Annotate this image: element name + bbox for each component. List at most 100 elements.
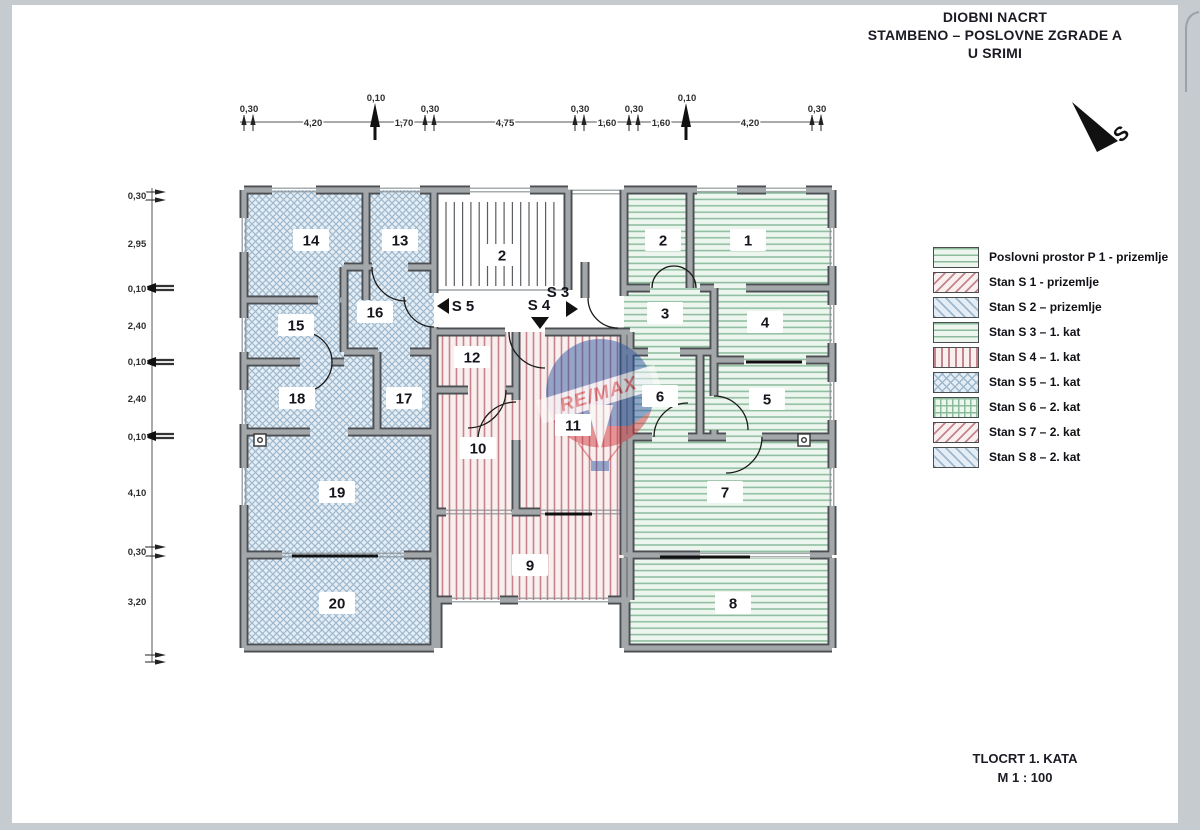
dim-label: 0,30 <box>571 104 590 115</box>
page-corner-curl <box>1185 11 1200 92</box>
dim-label: 2,95 <box>128 239 147 250</box>
legend-label: Poslovni prostor P 1 - prizemlje <box>989 250 1169 264</box>
legend-item: Stan S 3 – 1. kat <box>933 321 1168 343</box>
utility-symbols <box>253 433 811 447</box>
arrow-left-icon <box>437 298 449 314</box>
room-number: 2 <box>659 233 667 250</box>
room-label-r19: 19 <box>319 481 355 503</box>
dim-label: 0,30 <box>128 191 147 202</box>
room-label-r18: 18 <box>279 387 315 409</box>
dim-label: 0,10 <box>128 284 147 295</box>
legend-swatch-green-h <box>933 246 979 268</box>
room-label-r14: 14 <box>293 229 329 251</box>
room-label-r9: 9 <box>512 554 548 576</box>
room-number: 17 <box>396 391 413 408</box>
dim-label: 0,30 <box>808 104 827 115</box>
dim-label: 0,10 <box>128 357 147 368</box>
dim-label: 0,30 <box>240 104 259 115</box>
dim-label: 2,40 <box>128 394 147 405</box>
title-line-1: DIOBNI NACRT <box>942 9 1048 25</box>
room-number: 12 <box>464 350 481 367</box>
room-number: 18 <box>289 391 306 408</box>
dimension-lines: 0,30 4,20 0,10 1,70 0,30 4,75 0,30 1,60 0,30 1,60… <box>126 92 828 665</box>
legend-item: Poslovni prostor P 1 - prizemlje <box>933 246 1168 268</box>
dim-label: 4,75 <box>496 118 515 129</box>
apartment-fills <box>244 190 832 652</box>
dim-label: 0,10 <box>128 432 147 443</box>
entry-label-s3: S 3 <box>547 284 570 301</box>
room-number: 2 <box>498 248 506 265</box>
dim-label: 0,30 <box>128 547 147 558</box>
legend-label: Stan S 3 – 1. kat <box>989 325 1081 339</box>
room-number: 20 <box>329 596 346 613</box>
legend-swatch-red-d <box>933 271 979 293</box>
room-label-r16: 16 <box>357 301 393 323</box>
legend-label: Stan S 4 – 1. kat <box>989 350 1081 364</box>
legend-item: Stan S 7 – 2. kat <box>933 421 1168 443</box>
room-label-r7: 7 <box>707 481 743 503</box>
room-label-r2: 2 <box>645 229 681 251</box>
legend-swatch-blue-d <box>933 296 979 318</box>
room-label-r3: 3 <box>647 302 683 324</box>
door-arcs <box>301 265 763 474</box>
legend-item: Stan S 8 – 2. kat <box>933 446 1168 468</box>
legend-label: Stan S 1 - prizemlje <box>989 275 1100 289</box>
room-number: 15 <box>288 318 305 335</box>
room-label-r15: 15 <box>278 314 314 336</box>
room-number: 13 <box>392 233 409 250</box>
legend-label: Stan S 7 – 2. kat <box>989 425 1081 439</box>
arrow-right-icon <box>566 301 578 317</box>
dim-label: 0,30 <box>421 104 440 115</box>
sliding-doors <box>292 360 802 559</box>
room-number: 5 <box>763 392 771 409</box>
room-label-r11: 11 <box>555 414 591 436</box>
legend-item: Stan S 1 - prizemlje <box>933 271 1168 293</box>
legend-label: Stan S 6 – 2. kat <box>989 400 1081 414</box>
legend-item: Stan S 5 – 1. kat <box>933 371 1168 393</box>
room-number: 1 <box>744 233 752 250</box>
legend-swatch-green-h <box>933 321 979 343</box>
room-label-r20: 20 <box>319 592 355 614</box>
room-label-r13: 13 <box>382 229 418 251</box>
legend-swatch-green-grid <box>933 396 979 418</box>
room-number: 3 <box>661 306 669 323</box>
dim-label: 1,60 <box>598 118 617 129</box>
dim-label: 1,70 <box>395 118 414 129</box>
legend-item: Stan S 4 – 1. kat <box>933 346 1168 368</box>
room-number: 16 <box>367 305 384 322</box>
north-arrow-icon <box>1072 102 1118 152</box>
room-number: 4 <box>761 315 770 332</box>
footer-line-1: TLOCRT 1. KATA <box>972 751 1078 766</box>
dim-label: 2,40 <box>128 321 147 332</box>
entry-label-s5: S 5 <box>452 298 475 315</box>
title-line-2: STAMBENO – POSLOVNE ZGRADE A <box>867 27 1123 44</box>
drawing-title: DIOBNI NACRT STAMBENO – POSLOVNE ZGRADE … <box>845 8 1145 63</box>
room-label-r6: 6 <box>642 385 678 407</box>
room-label-r17: 17 <box>386 387 422 409</box>
room-label-r10: 10 <box>460 437 496 459</box>
utility-box-icon <box>797 433 811 447</box>
room-label-r8: 8 <box>715 592 751 614</box>
room-number: 10 <box>470 441 487 458</box>
room-number: 19 <box>329 485 346 502</box>
legend-item: Stan S 6 – 2. kat <box>933 396 1168 418</box>
room-number: 11 <box>565 418 581 435</box>
room-label-r1: 1 <box>730 229 766 251</box>
entry-label-s4: S 4 <box>528 297 551 314</box>
room-number: 14 <box>303 233 320 250</box>
dim-label: 1,60 <box>652 118 671 129</box>
legend-swatch-blue-x <box>933 371 979 393</box>
legend-swatch-blue-d <box>933 446 979 468</box>
dim-label: 0,10 <box>367 93 386 104</box>
room-label-r5: 5 <box>749 388 785 410</box>
room-number: 7 <box>721 485 729 502</box>
arrow-down-icon <box>531 317 549 329</box>
room-label-stair: 2 <box>484 244 520 266</box>
legend-label: Stan S 5 – 1. kat <box>989 375 1081 389</box>
room-number: 6 <box>656 389 664 406</box>
room-number: 9 <box>526 558 534 575</box>
dim-label: 4,20 <box>741 118 760 129</box>
